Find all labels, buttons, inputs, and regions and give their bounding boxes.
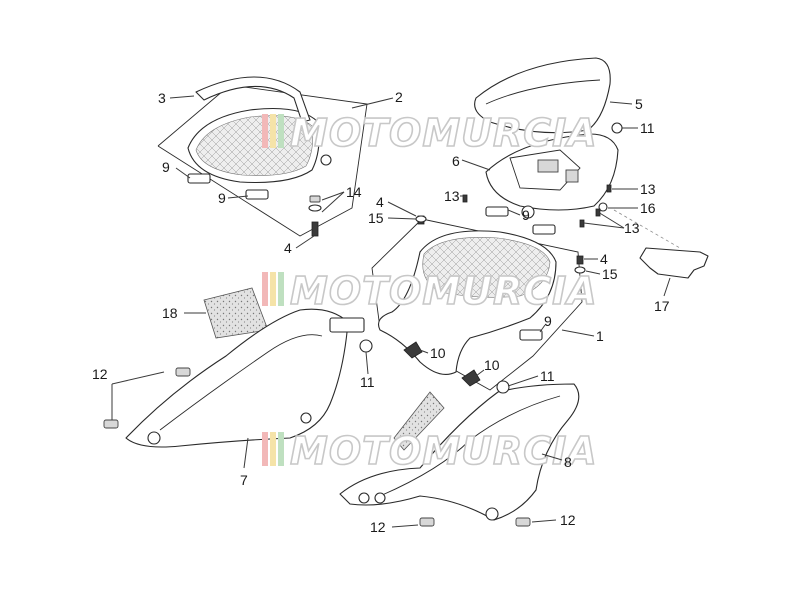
callout-9: 9	[162, 159, 170, 175]
callout-4: 4	[600, 251, 608, 267]
watermark-bottom: MOTOMURCIA	[262, 428, 598, 474]
callout-4: 4	[284, 240, 292, 256]
watermark-text: MOTOMURCIA	[290, 429, 598, 473]
callout-9: 9	[522, 207, 530, 223]
callout-12: 12	[560, 512, 576, 528]
callout-13: 13	[640, 181, 656, 197]
callout-3: 3	[158, 90, 166, 106]
seat-cowl-group	[462, 57, 709, 279]
leader-lines	[111, 95, 671, 528]
callout-11: 11	[540, 368, 555, 384]
callout-4: 4	[376, 194, 384, 210]
callout-18: 18	[162, 305, 178, 321]
watermark-text: MOTOMURCIA	[290, 111, 598, 155]
callout-10: 10	[430, 345, 446, 361]
callout-13: 13	[444, 188, 460, 204]
callout-7: 7	[240, 472, 248, 488]
left-side-panel	[103, 287, 373, 448]
callout-9: 9	[218, 190, 226, 206]
watermark-top: MOTOMURCIA	[262, 110, 598, 156]
callout-15: 15	[368, 210, 384, 226]
callout-5: 5	[635, 96, 643, 112]
callout-13: 13	[624, 220, 640, 236]
callout-2: 2	[395, 89, 403, 105]
callout-8: 8	[564, 454, 572, 470]
callout-10: 10	[484, 357, 500, 373]
callout-6: 6	[452, 153, 460, 169]
callout-17: 17	[654, 298, 670, 314]
callout-15: 15	[602, 266, 618, 282]
right-side-panel	[339, 380, 580, 527]
callout-12: 12	[92, 366, 108, 382]
rider-seat-group	[371, 206, 586, 391]
callout-11: 11	[360, 374, 375, 390]
callout-9: 9	[544, 313, 552, 329]
callout-1: 1	[596, 328, 604, 344]
callout-16: 16	[640, 200, 656, 216]
callout-12: 12	[370, 519, 386, 535]
callout-14: 14	[346, 184, 362, 200]
watermark-middle: MOTOMURCIA	[262, 268, 598, 314]
callout-labels: 3 2 9 9 14 4 5 11 6 13 13 16 13 4 15 9 4…	[92, 89, 670, 535]
watermark-text: MOTOMURCIA	[290, 269, 598, 313]
callout-11: 11	[640, 120, 655, 136]
passenger-seat-group	[157, 76, 368, 237]
